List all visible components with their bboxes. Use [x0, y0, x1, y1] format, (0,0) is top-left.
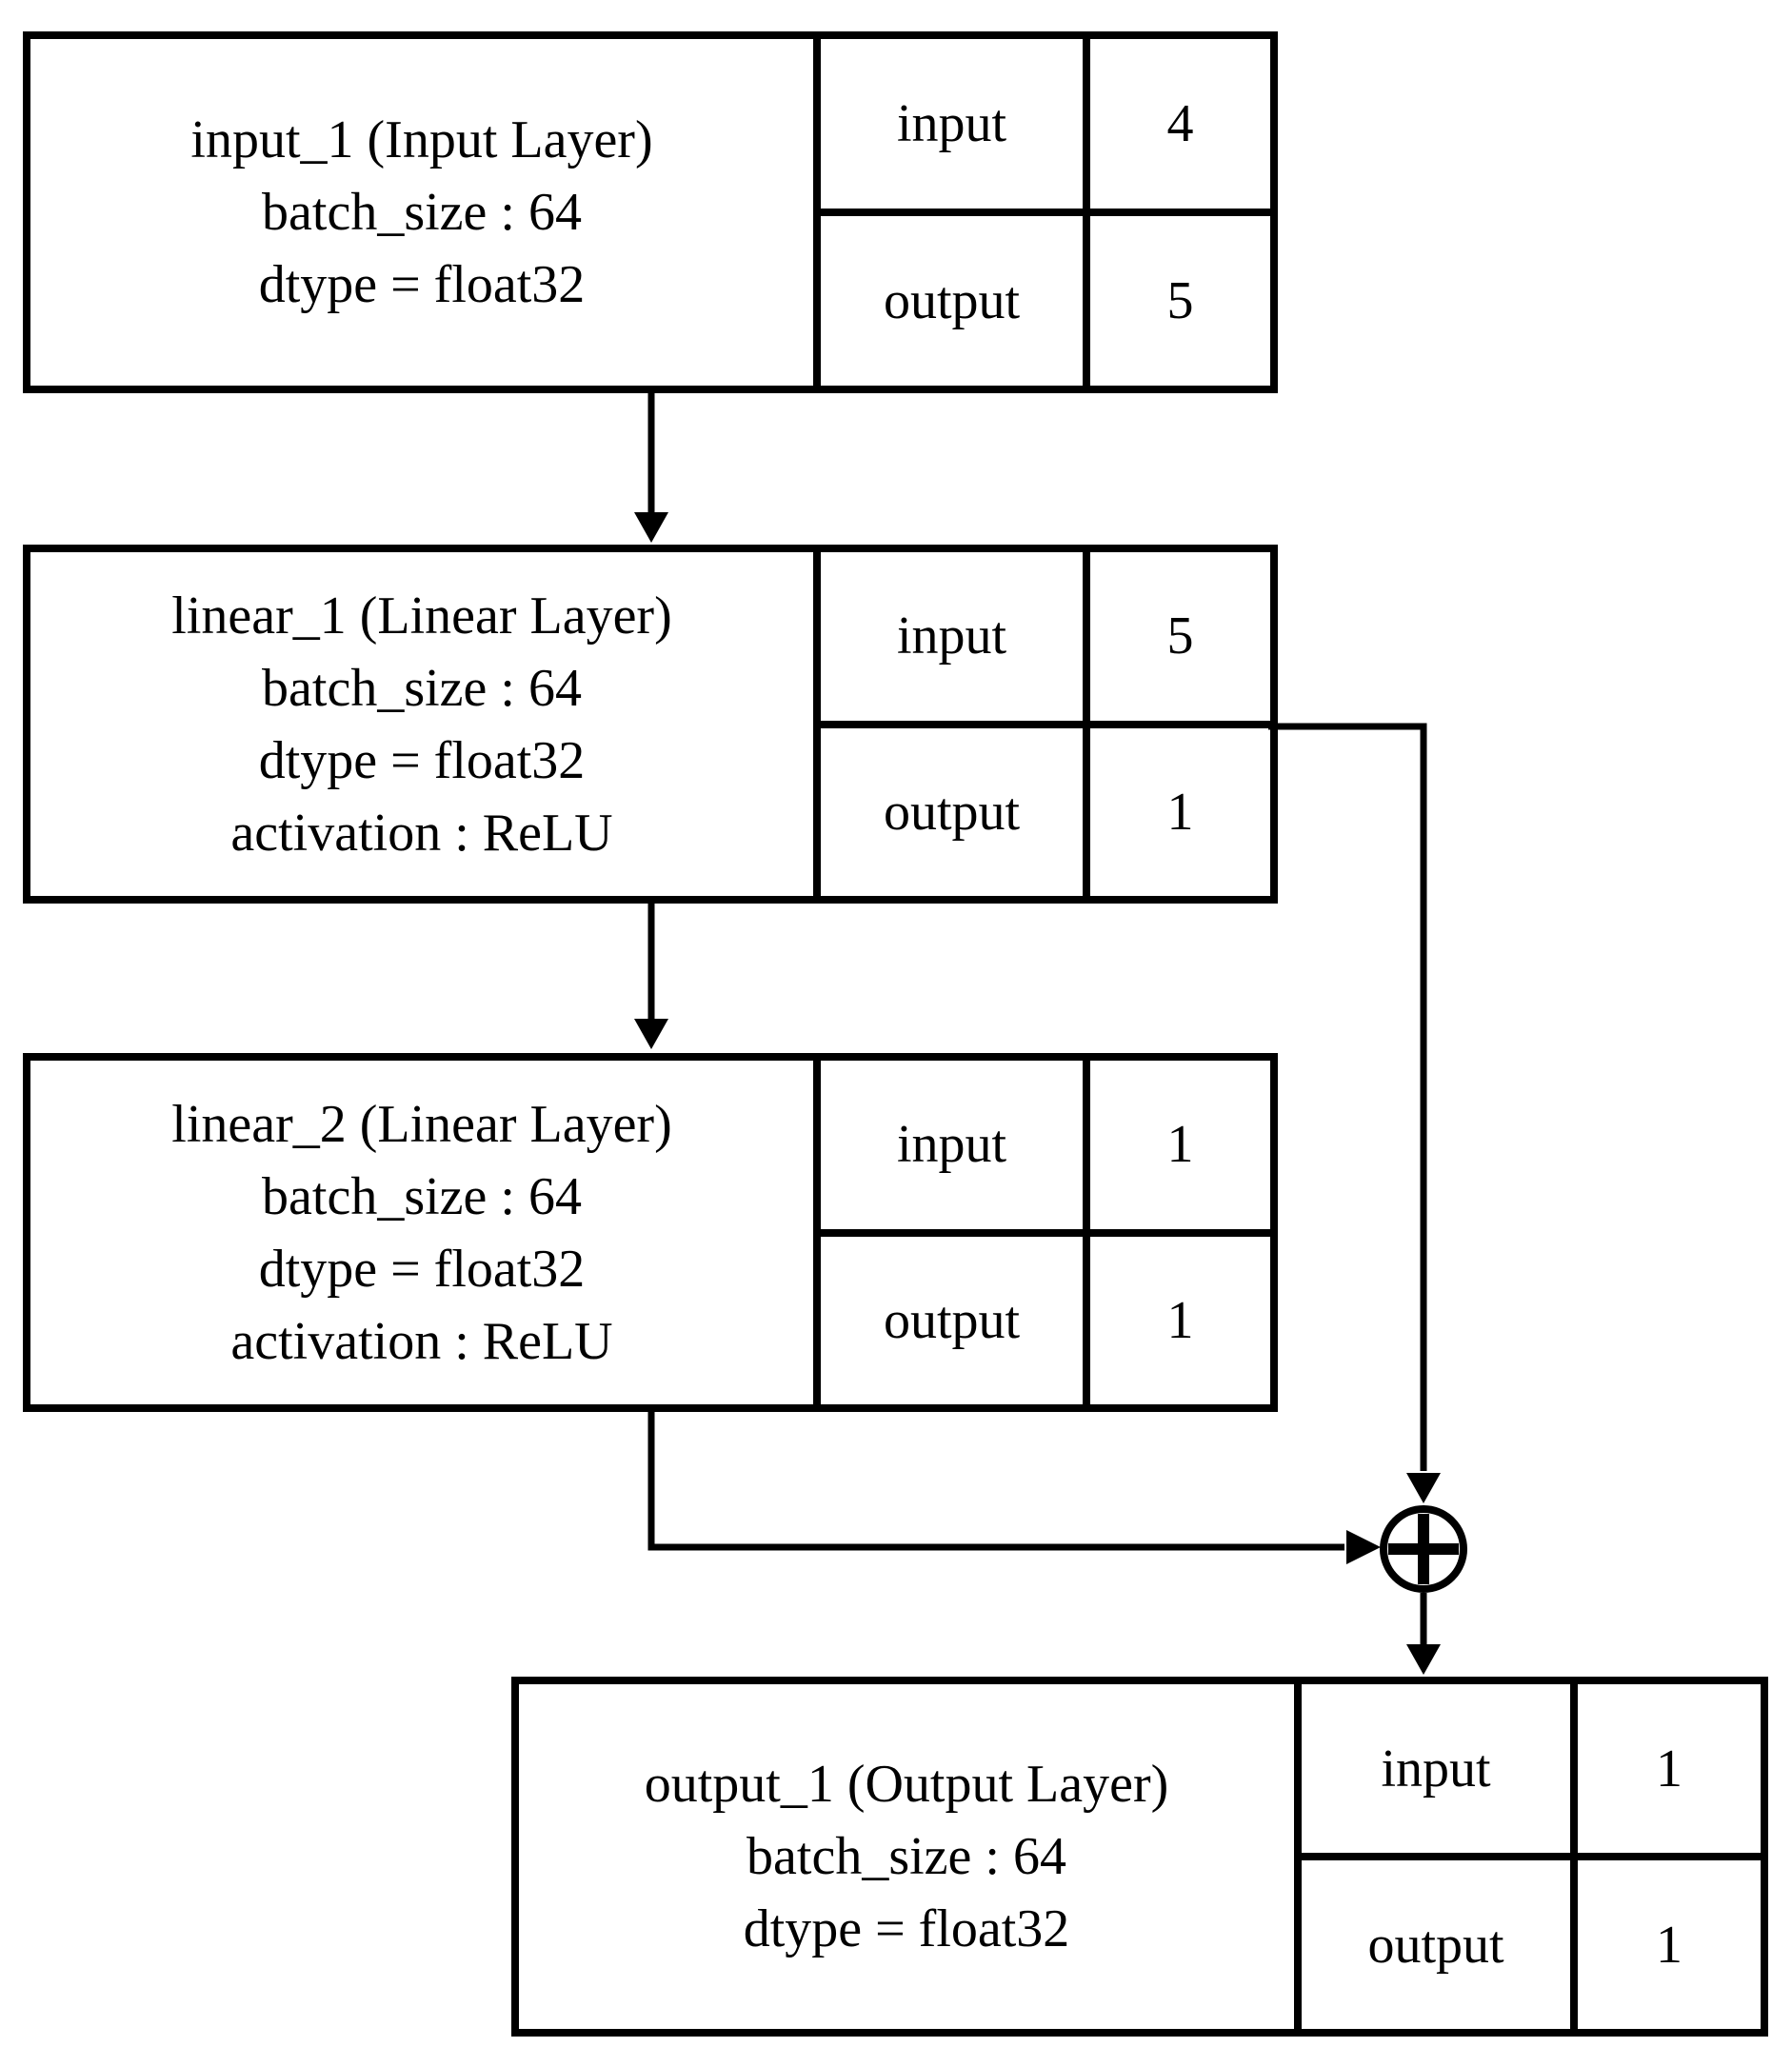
layer-title: output_1 (Output Layer) [644, 1755, 1169, 1814]
layer-block-linear-1: linear_1 (Linear Layer) batch_size : 64 … [23, 545, 1278, 904]
io-row-input: input 4 [821, 39, 1270, 216]
layer-attr-line: dtype = float32 [258, 730, 586, 790]
io-label-output: output [821, 216, 1090, 386]
layer-attr-line: dtype = float32 [258, 1239, 586, 1299]
io-table: input 1 output 1 [1302, 1684, 1761, 2029]
io-row-input: input 1 [821, 1061, 1270, 1237]
layer-title: linear_2 (Linear Layer) [171, 1094, 672, 1154]
io-label-input: input [1302, 1684, 1578, 1853]
layer-description-output-1: output_1 (Output Layer) batch_size : 64 … [519, 1684, 1302, 2029]
io-value-input: 5 [1166, 606, 1194, 666]
layer-attr-line: batch_size : 64 [262, 658, 582, 718]
layer-block-output-1: output_1 (Output Layer) batch_size : 64 … [511, 1677, 1768, 2037]
io-table: input 1 output 1 [821, 1061, 1270, 1404]
arrow-input1-to-linear1 [634, 390, 668, 543]
layer-description-linear-2: linear_2 (Linear Layer) batch_size : 64 … [30, 1061, 821, 1404]
layer-title: input_1 (Input Layer) [190, 110, 653, 169]
layer-attr-line: activation : ReLU [230, 803, 613, 863]
layer-attr-line: dtype = float32 [743, 1899, 1070, 1958]
connector-linear2-to-add [647, 1407, 1381, 1564]
layer-attr-line: dtype = float32 [258, 255, 586, 314]
layer-description-input-1: input_1 (Input Layer) batch_size : 64 dt… [30, 39, 821, 386]
io-value-output: 1 [1166, 1290, 1194, 1350]
layer-attr-line: batch_size : 64 [262, 1166, 582, 1226]
layer-attr-line: batch_size : 64 [747, 1827, 1066, 1886]
io-row-input: input 5 [821, 552, 1270, 728]
io-value-output: 1 [1166, 782, 1194, 842]
io-table: input 4 output 5 [821, 39, 1270, 386]
arrow-add-to-output1 [1406, 1593, 1441, 1675]
io-value-input: 1 [1656, 1739, 1682, 1799]
io-table: input 5 output 1 [821, 552, 1270, 896]
io-value-input: 4 [1166, 94, 1194, 153]
io-row-output: output 1 [1302, 1860, 1761, 2029]
layer-title: linear_1 (Linear Layer) [171, 586, 672, 646]
io-row-output: output 1 [821, 727, 1270, 896]
layer-description-linear-1: linear_1 (Linear Layer) batch_size : 64 … [30, 552, 821, 896]
io-label-input: input [821, 1061, 1090, 1229]
skip-connector-linear1-to-add [1268, 723, 1441, 1503]
io-label-output: output [821, 1236, 1090, 1404]
io-row-input: input 1 [1302, 1684, 1761, 1860]
io-value-input: 1 [1166, 1115, 1194, 1175]
layer-block-linear-2: linear_2 (Linear Layer) batch_size : 64 … [23, 1053, 1278, 1412]
io-row-output: output 5 [821, 216, 1270, 386]
io-label-output: output [1302, 1860, 1578, 2029]
io-row-output: output 1 [821, 1236, 1270, 1404]
io-value-output: 5 [1166, 271, 1194, 330]
io-label-output: output [821, 727, 1090, 896]
io-label-input: input [821, 39, 1090, 209]
arrow-linear1-to-linear2 [634, 899, 668, 1049]
layer-attr-line: activation : ReLU [230, 1311, 613, 1371]
layer-block-input-1: input_1 (Input Layer) batch_size : 64 dt… [23, 31, 1278, 393]
io-label-input: input [821, 552, 1090, 721]
add-merge-icon [1380, 1505, 1467, 1593]
io-value-output: 1 [1656, 1915, 1682, 1975]
layer-attr-line: batch_size : 64 [262, 183, 582, 242]
